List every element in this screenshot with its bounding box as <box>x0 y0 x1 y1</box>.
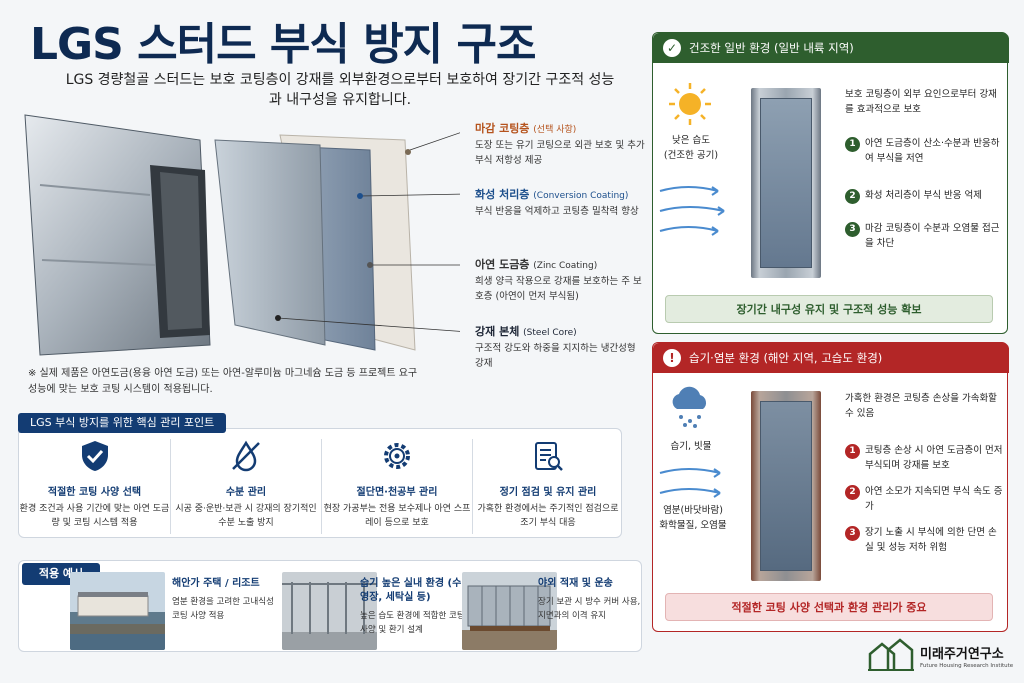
layer-finish-coat: 마감 코팅층 (선택 사항) 도장 또는 유기 코팅으로 외관 보호 및 추가 … <box>475 120 645 168</box>
example-title: 습기 높은 실내 환경 (수영장, 세탁실 등) <box>360 578 462 603</box>
example-item: 해안가 주택 / 리조트 염분 환경을 고려한 고내식성 코팅 사양 적용 <box>172 577 280 623</box>
checklist-icon <box>535 442 563 471</box>
key-points-box: 적절한 코팅 사양 선택 환경 조건과 사용 기간에 맞는 아연 도금량 및 코… <box>18 428 622 538</box>
coastal-house-photo <box>70 572 165 650</box>
layer-zinc-coat: 아연 도금층 (Zinc Coating) 희생 양극 작용으로 강재를 보호하… <box>475 256 645 304</box>
shield-check-icon <box>81 441 108 471</box>
layer-subtitle: (Steel Core) <box>523 328 577 338</box>
key-point-item: 수분 관리 시공 중·운반·보관 시 강재의 장기적인 수분 노출 방지 <box>170 439 321 534</box>
layer-title: 마감 코팅층 <box>475 122 530 135</box>
example-title: 해안가 주택 / 리조트 <box>172 578 260 589</box>
institute-subtitle: Future Housing Research Institute <box>920 663 1014 669</box>
no-water-drop-icon <box>232 440 260 472</box>
wet-condition-salt: 염분(바닷바람) 화학물질, 오염물 <box>659 505 727 531</box>
key-point-desc: 시공 중·운반·보관 시 강재의 장기적인 수분 노출 방지 <box>175 504 317 528</box>
page-title: LGS 스터드 부식 방지 구조 <box>30 19 536 70</box>
check-icon: ✓ <box>663 39 681 57</box>
key-points-heading: LGS 부식 방지를 위한 핵심 관리 포인트 <box>18 413 227 433</box>
wet-condition-rain: 습기, 빗물 <box>670 441 712 452</box>
dry-panel-intro: 보호 코팅층이 외부 요인으로부터 강재를 효과적으로 보호 <box>845 89 997 115</box>
wet-panel-title: 습기·염분 환경 (해안 지역, 고습도 환경) <box>689 351 883 365</box>
key-point-desc: 환경 조건과 사용 기간에 맞는 아연 도금량 및 코팅 시스템 적용 <box>19 504 170 528</box>
sea-wind-icon <box>659 468 721 498</box>
layer-desc: 부식 반응을 억제하고 코팅층 밀착력 향상 <box>475 206 639 217</box>
dry-condition-label: 낮은 습도 (건조한 공기) <box>663 135 719 161</box>
warning-icon: ! <box>663 349 681 367</box>
dry-environment-panel: ✓ 건조한 일반 환경 (일반 내륙 지역) 낮은 습도 (건조한 공기) 보호… <box>652 32 1009 334</box>
rain-cloud-icon <box>672 386 707 428</box>
institute-logo-icon <box>868 638 914 671</box>
layer-title: 강재 본체 <box>475 325 520 338</box>
stud-layer-illustration <box>24 114 460 356</box>
example-desc: 염분 환경을 고려한 고내식성 코팅 사양 적용 <box>172 597 274 621</box>
outdoor-storage-photo <box>462 572 557 650</box>
layer-conversion-coat: 화성 처리층 (Conversion Coating) 부식 반응을 억제하고 … <box>475 186 645 219</box>
intro-text: LGS 경량철골 스터드는 보호 코팅층이 강재를 외부환경으로부터 보호하여 … <box>65 72 615 108</box>
dry-panel-title: 건조한 일반 환경 (일반 내륙 지역) <box>689 41 854 55</box>
wet-stud-cross-section <box>751 391 821 581</box>
example-item: 습기 높은 실내 환경 (수영장, 세탁실 등) 높은 습도 환경에 적합한 코… <box>360 577 468 637</box>
example-desc: 장기 보관 시 방수 커버 사용, 지면과의 이격 유지 <box>538 597 641 621</box>
institute-name: 미래주거연구소 <box>920 647 1004 662</box>
dry-stud-cross-section <box>751 88 821 278</box>
key-point-title: 정기 점검 및 유지 관리 <box>499 487 597 498</box>
key-point-desc: 가혹한 환경에서는 주기적인 점검으로 조기 부식 대응 <box>477 504 619 528</box>
key-point-item: 정기 점검 및 유지 관리 가혹한 환경에서는 주기적인 점검으로 조기 부식 … <box>472 439 623 534</box>
wind-icon <box>659 186 725 236</box>
layer-desc: 도장 또는 유기 코팅으로 외관 보호 및 추가 부식 저항성 제공 <box>475 140 645 166</box>
layer-desc: 희생 양극 작용으로 강재를 보호하는 주 보호층 (아연이 먼저 부식됨) <box>475 276 642 302</box>
layer-desc: 구조적 강도와 하중을 지지하는 냉간성형 강재 <box>475 343 636 369</box>
layer-title: 아연 도금층 <box>475 258 530 271</box>
zinc-layer-sheet <box>214 139 326 346</box>
sun-icon <box>669 83 711 125</box>
key-point-title: 수분 관리 <box>225 487 267 498</box>
layer-subtitle: (선택 사항) <box>533 125 577 135</box>
key-point-desc: 현장 가공부는 전용 보수제나 아연 스프레이 등으로 보호 <box>323 504 471 528</box>
key-point-title: 절단면·천공부 관리 <box>356 487 438 498</box>
layer-title: 화성 처리층 <box>475 188 530 201</box>
product-note: ※ 실제 제품은 아연도금(용융 아연 도금) 또는 아연-알루미늄 마그네슘 … <box>28 368 418 395</box>
dry-conclusion: 장기간 내구성 유지 및 구조적 성능 확보 <box>665 295 993 323</box>
key-point-title: 적절한 코팅 사양 선택 <box>47 487 142 498</box>
dry-panel-header: ✓ 건조한 일반 환경 (일반 내륙 지역) <box>653 33 1009 63</box>
gear-icon <box>384 443 410 469</box>
wet-panel-intro: 가혹한 환경은 코팅층 손상을 가속화할 수 있음 <box>845 393 997 419</box>
wet-conclusion: 적절한 코팅 사양 선택과 환경 관리가 중요 <box>665 593 993 621</box>
layer-subtitle: (Zinc Coating) <box>533 261 598 271</box>
key-point-item: 절단면·천공부 관리 현장 가공부는 전용 보수제나 아연 스프레이 등으로 보… <box>321 439 472 534</box>
example-desc: 높은 습도 환경에 적합한 코팅 사양 및 환기 설계 <box>360 611 465 635</box>
key-point-item: 적절한 코팅 사양 선택 환경 조건과 사용 기간에 맞는 아연 도금량 및 코… <box>19 439 170 534</box>
layer-subtitle: (Conversion Coating) <box>533 191 629 201</box>
indoor-framing-photo <box>282 572 377 650</box>
layer-steel-core: 강재 본체 (Steel Core) 구조적 강도와 하중을 지지하는 냉간성형… <box>475 323 645 371</box>
wet-environment-panel: ! 습기·염분 환경 (해안 지역, 고습도 환경) 습기, 빗물 염분(바닷바… <box>652 342 1009 632</box>
wet-panel-header: ! 습기·염분 환경 (해안 지역, 고습도 환경) <box>653 343 1009 373</box>
example-title: 야외 적재 및 운송 <box>538 578 613 589</box>
example-item: 야외 적재 및 운송 장기 보관 시 방수 커버 사용, 지면과의 이격 유지 <box>538 577 642 623</box>
